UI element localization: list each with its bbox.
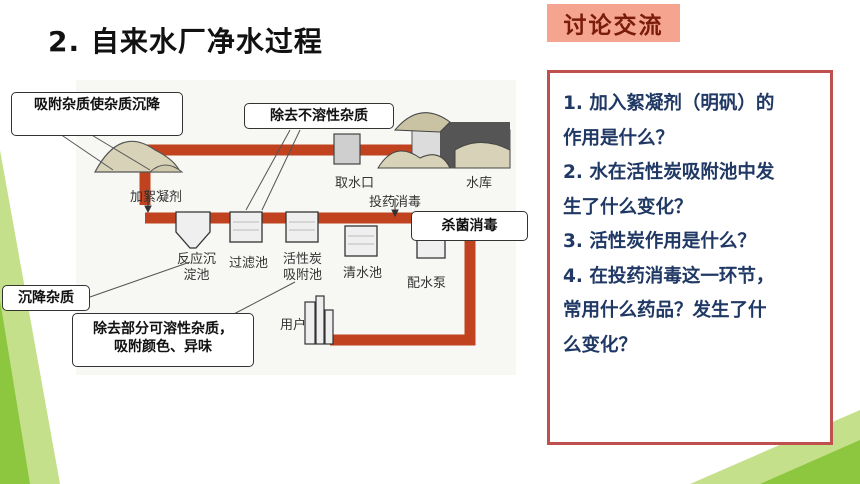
user-buildings <box>304 295 334 345</box>
intake-box <box>333 133 361 165</box>
label-reaction-tank: 反应沉 淀池 <box>177 252 216 284</box>
tanks <box>175 211 446 259</box>
label-carbon-line1: 活性炭 <box>283 252 323 267</box>
question-line: 作用是什么？ <box>563 127 675 149</box>
callout-remove-soluble-line1: 除去部分可溶性杂质， <box>93 321 233 337</box>
page-title: 2. 自来水厂净水过程 <box>48 25 323 58</box>
tank-hatching <box>233 221 374 245</box>
label-dosing: 投药消毒 <box>369 195 422 210</box>
decor-triangle-right-dark <box>760 440 860 484</box>
reservoir <box>377 112 511 169</box>
question-line: 3. 活性炭作用是什么？ <box>563 231 756 252</box>
label-reaction-line1: 反应沉 <box>177 252 217 267</box>
label-carbon-line2: 吸附池 <box>283 268 323 283</box>
label-intake: 取水口 <box>335 176 375 191</box>
label-pump: 配水泵 <box>407 276 447 291</box>
callout-sediment: 沉降杂质 <box>2 285 90 311</box>
label-clear-tank: 清水池 <box>343 266 383 281</box>
questions-box: 1. 加入絮凝剂（明矾）的 作用是什么？ 2. 水在活性炭吸附池中发 生了什么变… <box>547 70 833 445</box>
question-line: 2. 水在活性炭吸附池中发 <box>563 162 775 183</box>
callout-adsorb: 吸附杂质使杂质沉降 <box>11 92 183 136</box>
label-carbon-tank: 活性炭 吸附池 <box>283 252 322 284</box>
question-line: 么变化？ <box>563 334 638 356</box>
leader-lines <box>59 129 301 317</box>
hills-left <box>94 140 184 173</box>
question-line: 1. 加入絮凝剂（明矾）的 <box>563 93 775 114</box>
label-user: 用户 <box>280 318 307 333</box>
callout-sterilize: 杀菌消毒 <box>411 211 528 241</box>
label-flocculant: 加絮凝剂 <box>130 190 183 205</box>
callout-remove-soluble: 除去部分可溶性杂质， 吸附颜色、异味 <box>72 313 254 367</box>
callout-remove-soluble-line2: 吸附颜色、异味 <box>114 339 212 355</box>
label-reservoir: 水库 <box>466 176 493 191</box>
label-filter: 过滤池 <box>229 256 269 271</box>
callout-remove-insoluble: 除去不溶性杂质 <box>244 103 394 129</box>
question-line: 常用什么药品？发生了什 <box>563 300 767 321</box>
arrows <box>144 190 399 218</box>
decor-triangle-dark <box>0 300 30 484</box>
question-line: 生了什么变化？ <box>563 196 693 218</box>
discussion-tag: 讨论交流 <box>547 4 680 42</box>
question-line: 4. 在投药消毒这一环节， <box>563 265 775 287</box>
label-reaction-line2: 淀池 <box>183 268 210 283</box>
